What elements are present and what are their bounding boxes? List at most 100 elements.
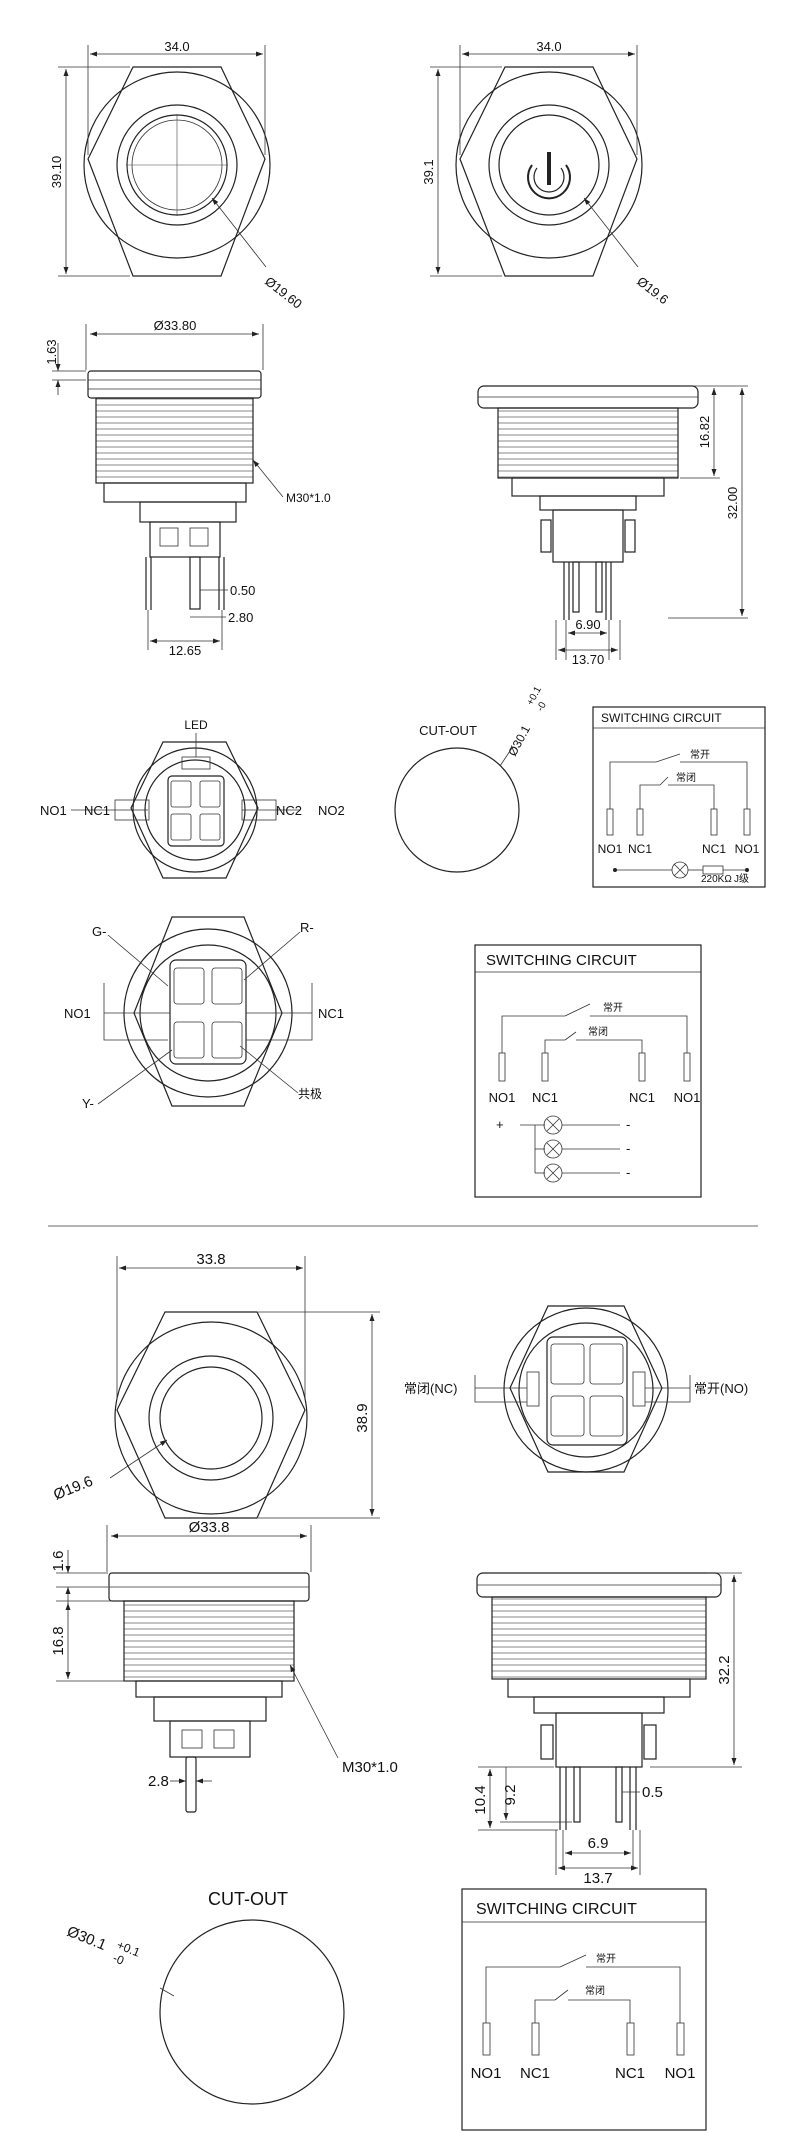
- dim-upper: 16.8: [50, 1626, 67, 1655]
- dim-upper: 16.82: [697, 416, 712, 449]
- cutout-circle: [394, 747, 520, 873]
- dim-span: 12.65: [169, 643, 202, 658]
- cutout-1: CUT-OUT Ø30.1 +0.1 -0: [394, 684, 549, 873]
- base: [153, 1696, 267, 1722]
- pin-4: [676, 2022, 685, 2056]
- pin-label: NC1: [615, 2065, 645, 2082]
- dim-height: 39.10: [49, 156, 64, 189]
- flange: [87, 370, 262, 399]
- label-no2: NO2: [318, 803, 345, 818]
- bezel-ring: [148, 1355, 274, 1481]
- pin-4: [683, 1052, 691, 1082]
- power-icon: [527, 152, 571, 200]
- label-no: 常开(NO): [694, 1381, 748, 1396]
- switching-circuit-1: SWITCHING CIRCUIT 常开 常闭 NO1 NC1 NC1 NO1 …: [592, 706, 766, 888]
- pin-label: NC1: [629, 1090, 655, 1105]
- label-closed: 常闭: [676, 771, 696, 784]
- thread-body: [491, 1596, 707, 1680]
- front-view-3: 33.8 38.9 Ø19.6: [51, 1251, 380, 1519]
- pin-2: [541, 1052, 549, 1082]
- base: [539, 495, 637, 511]
- switch-body: [167, 775, 225, 847]
- dim-flange: 1.63: [44, 339, 59, 364]
- pin-label: NC1: [628, 842, 652, 856]
- rear-view-3: 常闭(NC) 常开(NO): [404, 1305, 748, 1473]
- pin-1: [606, 808, 614, 836]
- label-minus: -: [626, 1165, 630, 1180]
- led-tab: [181, 756, 211, 770]
- dim-thread: M30*1.0: [286, 491, 331, 505]
- outer-ring: [455, 71, 643, 259]
- pin-center: [189, 556, 201, 610]
- pin-1: [482, 2022, 491, 2056]
- dim-total: 32.00: [725, 487, 740, 520]
- pin-3: [710, 808, 718, 836]
- label-r: R-: [300, 920, 314, 935]
- bezel-ring: [488, 104, 610, 226]
- label-no1: NO1: [40, 803, 67, 818]
- label-nc2: NC2: [276, 803, 302, 818]
- label-open: 常开: [603, 1001, 623, 1014]
- circuit-frame: [592, 706, 766, 888]
- dim-width: 33.8: [196, 1251, 225, 1268]
- pin-4: [743, 808, 751, 836]
- dim-diameter: Ø19.60: [262, 274, 305, 312]
- switching-circuit-2: SWITCHING CIRCUIT 常开 常闭 NO1 NC1 NC1 NO1 …: [474, 944, 702, 1198]
- terminal-block: [169, 1720, 251, 1758]
- dim-span: 13.7: [583, 1870, 612, 1887]
- cutout-title: CUT-OUT: [208, 1889, 288, 1909]
- pin-label: NO1: [598, 842, 623, 856]
- terminal-block: [552, 509, 624, 563]
- dim-pin-len: 10.4: [472, 1785, 489, 1814]
- label-minus: -: [626, 1117, 630, 1132]
- nut-bottom: [135, 1680, 283, 1698]
- lamp-icon: [543, 1115, 563, 1135]
- dim-pin-thick: 0.5: [642, 1784, 663, 1801]
- lens-ring: [159, 1366, 263, 1470]
- switching-circuit-3: SWITCHING CIRCUIT 常开 常闭 NO1 NC1 NC1 NO1: [461, 1888, 707, 2131]
- dim-width: 34.0: [164, 39, 189, 54]
- label-nc1: NC1: [318, 1006, 344, 1021]
- circuit-title: SWITCHING CIRCUIT: [486, 952, 637, 969]
- label-closed: 常闭: [588, 1025, 608, 1038]
- outer-ring: [83, 71, 271, 259]
- side-view-3: Ø33.8 1.6 16.8 M30*1.0 2.8: [50, 1519, 398, 1813]
- circuit-frame: [461, 1888, 707, 2131]
- thread-body: [123, 1600, 295, 1682]
- dim-diameter: Ø19.6: [51, 1473, 95, 1504]
- label-closed: 常闭: [585, 1984, 605, 1997]
- outer-ring: [114, 1321, 308, 1515]
- label-g: G-: [92, 924, 106, 939]
- cutout-dia: Ø30.1: [65, 1923, 109, 1954]
- base: [139, 501, 237, 523]
- front-view-1: 34.0 39.10 Ø19.60: [49, 39, 305, 312]
- dim-diameter: Ø33.8: [189, 1519, 230, 1536]
- label-nc1: NC1: [84, 803, 110, 818]
- side-view-2: 16.82 32.00 6.90 13.70: [477, 385, 748, 667]
- label-nc: 常闭(NC): [404, 1381, 457, 1396]
- lamp-icon: [543, 1163, 563, 1183]
- dim-pitch: 6.90: [575, 617, 600, 632]
- dim-pin-width: 2.8: [148, 1773, 169, 1790]
- label-common: 共极: [298, 1087, 322, 1101]
- label-y: Y-: [82, 1096, 94, 1111]
- dim-width: 34.0: [536, 39, 561, 54]
- dim-total: 32.2: [716, 1655, 733, 1684]
- nut-bottom: [511, 477, 665, 497]
- label-minus: -: [626, 1141, 630, 1156]
- label-plus: +: [496, 1117, 504, 1132]
- nut-bottom: [507, 1678, 691, 1698]
- pin-2: [636, 808, 644, 836]
- pin-2: [531, 2022, 540, 2056]
- hex-outline: [87, 66, 266, 277]
- outer-ring: [503, 1307, 669, 1473]
- bezel-ring: [116, 104, 238, 226]
- pin-3: [626, 2022, 635, 2056]
- label-open: 常开: [596, 1952, 616, 1965]
- dim-thread: M30*1.0: [342, 1759, 398, 1776]
- dim-height: 39.1: [421, 159, 436, 184]
- side-view-1: Ø33.80 1.63 M30*1.0 0.50 2.80 12.65: [44, 318, 331, 658]
- lens-ring: [498, 114, 600, 216]
- base: [533, 1696, 665, 1714]
- terminal-block: [149, 521, 221, 558]
